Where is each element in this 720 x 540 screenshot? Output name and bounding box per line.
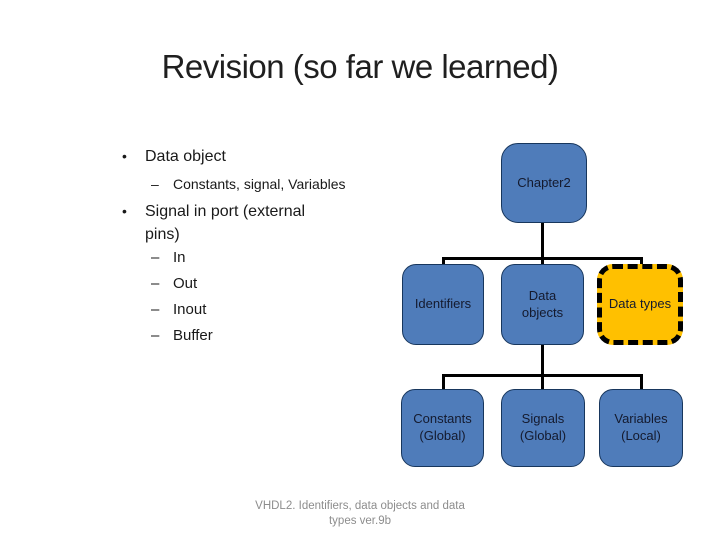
connector-data-objects-riser <box>541 344 544 377</box>
node-label: Variables (Local) <box>614 411 668 443</box>
sub-bullet-label: In <box>173 249 186 266</box>
dash-bullet-icon: – <box>151 275 160 292</box>
sub-bullet-buffer: – Buffer <box>108 323 408 349</box>
sub-bullet-label: Out <box>173 275 198 292</box>
node-label: Signals (Global) <box>519 411 567 443</box>
diagram-node-chapter2: Chapter2 <box>501 143 587 223</box>
diagram-node-variables-local: Variables (Local) <box>599 389 683 467</box>
sub-bullet-out: – Out <box>108 271 408 297</box>
bullet-item-label: Signal in port (external pins) <box>145 203 306 243</box>
footer-line-2: types ver.9b <box>328 515 391 527</box>
sub-bullet-constants-signal-variables: – Constants, signal, Variables <box>108 175 408 194</box>
connector-drop-constants <box>442 374 445 392</box>
connector-drop-signals <box>541 374 544 392</box>
dash-bullet-icon: – <box>151 301 160 318</box>
node-label: Data types <box>608 296 672 312</box>
node-label: Constants (Global) <box>413 411 472 443</box>
diagram-node-constants-global: Constants (Global) <box>401 389 484 467</box>
bullet-list: • Data object – Constants, signal, Varia… <box>108 146 408 349</box>
sub-bullet-in: – In <box>108 245 408 271</box>
diagram-node-data-objects: Data objects <box>501 264 584 345</box>
diagram-node-identifiers: Identifiers <box>402 264 484 345</box>
sub-bullet-inout: – Inout <box>108 297 408 323</box>
bullet-item-label: Data object <box>145 148 226 165</box>
bullet-dot-icon: • <box>122 203 127 219</box>
slide-title: Revision (so far we learned) <box>161 48 559 85</box>
dash-bullet-icon: – <box>151 249 160 266</box>
sub-bullet-label: Inout <box>173 301 207 318</box>
port-modes-list: – In – Out – Inout – Buffer <box>108 245 408 349</box>
sub-bullet-label: Buffer <box>173 327 213 344</box>
connector-root-riser <box>541 223 544 260</box>
slide-footer: VHDL2. Identifiers, data objects and dat… <box>0 499 720 529</box>
footer-line-1: VHDL2. Identifiers, data objects and dat… <box>255 500 465 512</box>
node-label: Chapter2 <box>517 174 571 190</box>
sub-bullet-label: Constants, signal, Variables <box>173 176 346 192</box>
bullet-item-data-object: • Data object <box>108 146 408 167</box>
node-label: Identifiers <box>414 296 472 312</box>
diagram-node-data-types-highlighted: Data types <box>597 264 683 345</box>
connector-drop-data-types <box>640 257 643 268</box>
bullet-item-signal-in-port: • Signal in port (external pins) <box>108 200 408 246</box>
connector-drop-identifiers <box>442 257 445 268</box>
bullet-dot-icon: • <box>122 148 127 164</box>
connector-drop-variables <box>640 374 643 392</box>
connector-drop-data-objects <box>541 257 544 268</box>
dash-bullet-icon: – <box>151 176 159 192</box>
dash-bullet-icon: – <box>151 327 160 344</box>
diagram-node-signals-global: Signals (Global) <box>501 389 585 467</box>
node-label: Data objects <box>521 287 564 320</box>
